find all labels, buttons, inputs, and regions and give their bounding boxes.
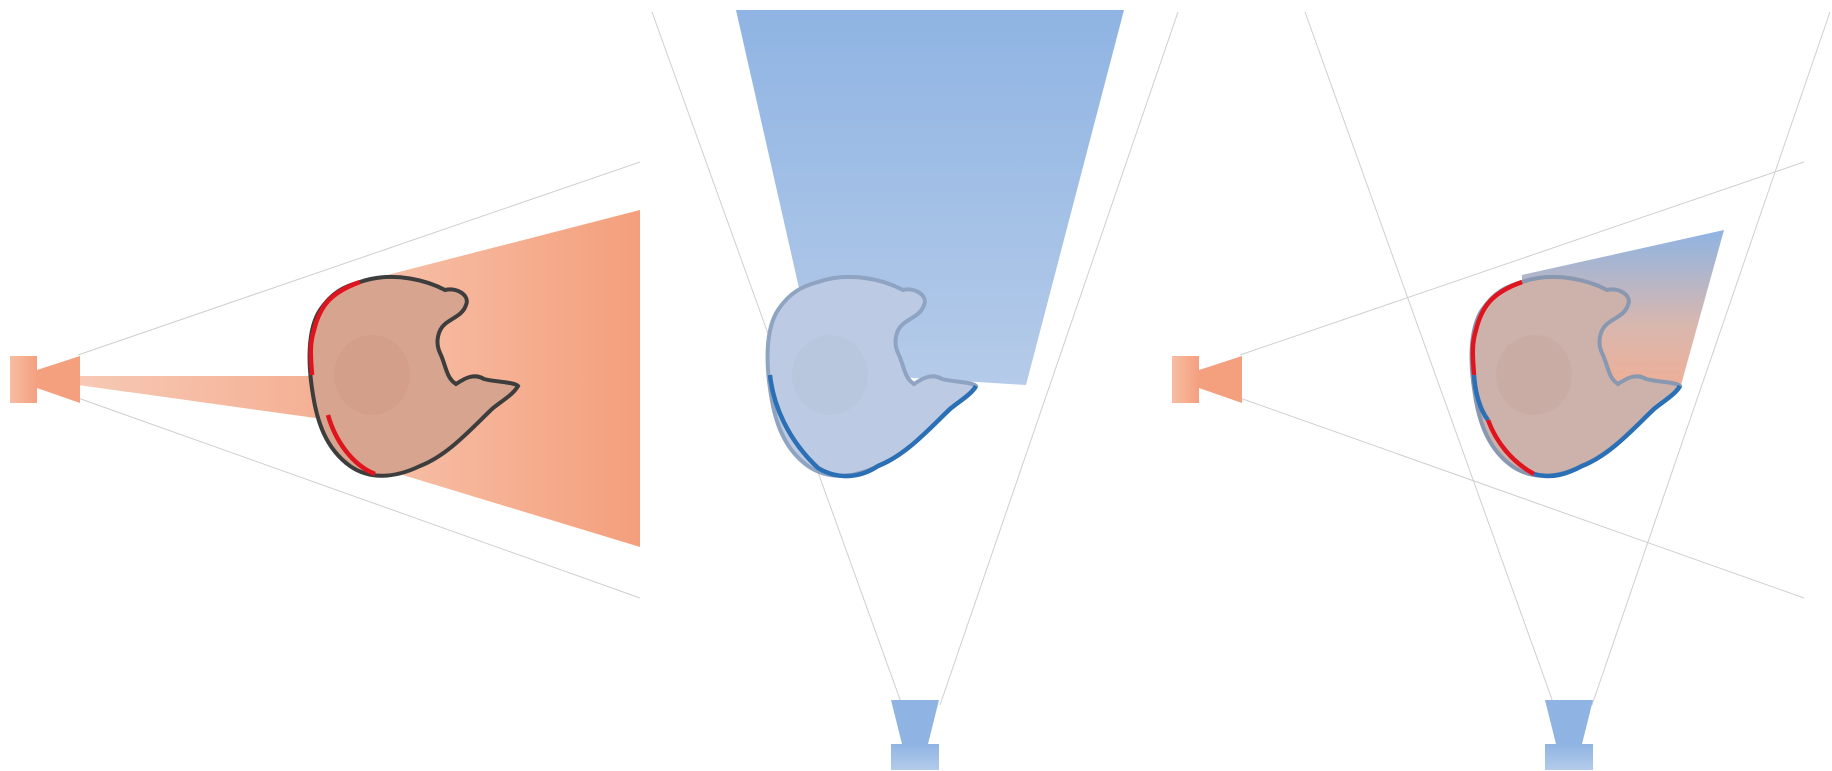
organ-shape-icon [1469,274,1682,479]
guide-line [939,11,1179,706]
guide-line [1591,11,1831,706]
guide-line [1239,161,1805,356]
organ-shape-icon [765,274,978,479]
guide-line [77,397,641,599]
panel-2 [651,10,1179,770]
blue-boundary [1471,374,1490,422]
red-boundary [308,279,361,376]
ultrasound-probe-icon [1545,700,1593,770]
red-boundary [1470,279,1523,376]
ultrasound-probe-icon [1172,356,1242,403]
ultrasound-probe-icon [10,356,80,403]
guide-line [1239,397,1805,599]
blue-boundary [767,374,978,479]
orange-narrow-beam [78,376,330,420]
guide-line [77,161,641,356]
ultrasound-probe-icon [891,700,939,770]
guide-line [1304,11,1555,706]
blue-boundary [1533,384,1682,479]
panel-3 [1172,11,1831,770]
red-boundary [1485,419,1536,476]
panel-1 [10,161,641,599]
red-boundary [325,414,376,477]
organ-shape-icon [307,274,520,478]
